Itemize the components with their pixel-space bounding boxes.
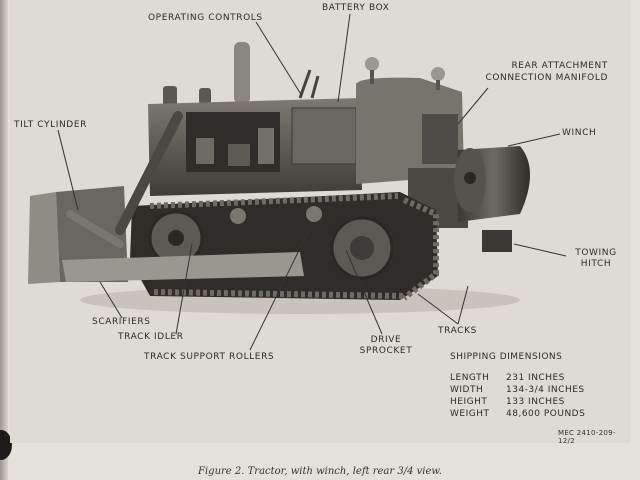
tilt-cylinder: [115, 111, 183, 235]
dim-label: LENGTH: [450, 373, 490, 383]
label-tilt-cylinder: TILT CYLINDER: [14, 120, 87, 130]
dim-value: 48,600 POUNDS: [506, 409, 586, 419]
light-left: [365, 57, 379, 71]
label-operating-controls: OPERATING CONTROLS: [148, 13, 263, 23]
shipping-dimensions-title: SHIPPING DIMENSIONS: [450, 352, 563, 362]
shipping-dimensions: SHIPPING DIMENSIONS LENGTH 231 INCHES WI…: [450, 352, 585, 420]
label-sprocket: SPROCKET: [359, 346, 413, 356]
dim-row-length: LENGTH 231 INCHES: [450, 372, 585, 384]
label-winch: WINCH: [562, 128, 597, 138]
towing-hitch: [482, 230, 512, 252]
binding-hole: [0, 430, 12, 460]
light-right: [431, 67, 445, 81]
label-battery-box: BATTERY BOX: [322, 3, 390, 13]
dim-label: WIDTH: [450, 385, 484, 395]
label-towing: TOWING: [575, 248, 617, 258]
label-track-support-rollers: TRACK SUPPORT ROLLERS: [144, 352, 275, 362]
rear-manifold: [422, 114, 458, 164]
push-arm: [62, 252, 304, 282]
tractor-photo: OPERATING CONTROLS BATTERY BOX REAR ATTA…: [10, 0, 630, 445]
air-cleaner: [163, 86, 177, 106]
label-leader-lines: [57, 13, 567, 351]
label-drive: DRIVE: [370, 335, 402, 345]
dim-label: WEIGHT: [450, 409, 490, 419]
dozer-blade: [28, 192, 60, 284]
figure-caption: Figure 2. Tractor, with winch, left rear…: [198, 466, 442, 477]
label-connection-manifold: CONNECTION MANIFOLD: [485, 73, 608, 83]
plate-number: MEC 2410-209-12/2: [558, 429, 616, 445]
label-scarifiers: SCARIFIERS: [92, 317, 151, 327]
label-track-idler: TRACK IDLER: [118, 332, 184, 342]
label-hitch: HITCH: [580, 259, 612, 269]
dim-value: 134-3/4 INCHES: [506, 385, 585, 395]
support-roller-1: [230, 208, 246, 224]
precleaner: [199, 88, 211, 104]
dim-row-width: WIDTH 134-3/4 INCHES: [450, 384, 585, 396]
label-tracks: TRACKS: [438, 326, 477, 336]
dim-value: 231 INCHES: [506, 373, 565, 383]
dim-row-weight: WEIGHT 48,600 POUNDS: [450, 408, 585, 420]
dim-label: HEIGHT: [450, 397, 488, 407]
label-rear-attachment: REAR ATTACHMENT: [511, 61, 608, 71]
exhaust-stack: [234, 42, 250, 104]
dim-row-height: HEIGHT 133 INCHES: [450, 396, 585, 408]
dim-value: 133 INCHES: [506, 397, 565, 407]
support-roller-2: [306, 206, 322, 222]
page-edge: [0, 0, 8, 480]
tractor-illustration: [28, 42, 530, 314]
